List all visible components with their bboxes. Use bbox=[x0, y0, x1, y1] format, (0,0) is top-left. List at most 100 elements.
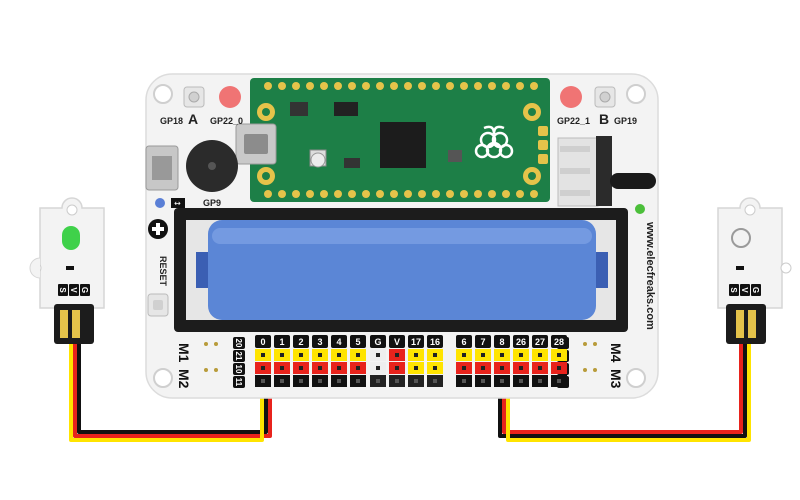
motor-pad bbox=[214, 368, 218, 372]
motor-pin-label-box bbox=[233, 350, 245, 362]
right-header-label-box bbox=[513, 335, 529, 348]
module-pin-label: G bbox=[80, 287, 89, 293]
mount-hole bbox=[626, 84, 646, 104]
right-wire-gnd bbox=[498, 340, 747, 438]
motor-pin-label: 20 bbox=[234, 339, 243, 348]
mount-hole bbox=[153, 368, 173, 388]
pico-pin bbox=[516, 190, 524, 198]
module-pin-label: S bbox=[58, 287, 67, 293]
right-header-pin-label: 7 bbox=[480, 337, 485, 347]
left-wire-gnd bbox=[77, 340, 268, 434]
pico-pin bbox=[264, 82, 272, 90]
right-header-pin-label: 28 bbox=[554, 337, 564, 347]
pico-pin bbox=[306, 82, 314, 90]
motor-pin-label-box bbox=[233, 337, 245, 349]
led-b bbox=[560, 86, 582, 108]
module-pin-label: V bbox=[740, 287, 749, 293]
middle-header-label-box bbox=[370, 335, 386, 348]
button-a-pin-label: GP18 bbox=[160, 116, 183, 126]
right-wire-signal bbox=[506, 340, 751, 442]
left-header-label-box bbox=[312, 335, 328, 348]
middle-header-pin-label: 16 bbox=[430, 337, 440, 347]
button-b-pin2-label: GP19 bbox=[614, 116, 637, 126]
mount-hole bbox=[780, 262, 792, 274]
right-header-pin-label: 8 bbox=[499, 337, 504, 347]
pico-pin bbox=[502, 82, 510, 90]
button-a[interactable] bbox=[183, 86, 205, 108]
pico-pin bbox=[362, 82, 370, 90]
motor-pad bbox=[583, 368, 587, 372]
right-header-label-box bbox=[532, 335, 548, 348]
left-header-label-box bbox=[350, 335, 366, 348]
motor-pin-label: 21 bbox=[234, 352, 243, 361]
battery-cell bbox=[208, 220, 596, 320]
pico-pin bbox=[418, 82, 426, 90]
pico-pin bbox=[306, 190, 314, 198]
pico-pin bbox=[376, 190, 384, 198]
button-b[interactable] bbox=[594, 86, 616, 108]
right-header-pin-label: 27 bbox=[535, 337, 545, 347]
right-header-pin-label: 26 bbox=[516, 337, 526, 347]
header-group-right: 6 7 8 26 27 28 bbox=[456, 335, 567, 387]
pico-pin bbox=[334, 190, 342, 198]
bootsel-button[interactable] bbox=[310, 152, 326, 168]
pico-pin bbox=[446, 190, 454, 198]
left-header-label-box bbox=[274, 335, 290, 348]
pico-pin bbox=[516, 82, 524, 90]
pico-pin bbox=[530, 82, 538, 90]
right-header-label-box bbox=[456, 335, 472, 348]
left-wire-bundle bbox=[69, 340, 272, 442]
raspberry-pi-pico bbox=[235, 78, 550, 202]
pico-pin bbox=[404, 82, 412, 90]
green-led-body bbox=[62, 226, 80, 250]
blue-indicator-led bbox=[155, 198, 165, 208]
motor-pad bbox=[204, 342, 208, 346]
pico-pin bbox=[446, 82, 454, 90]
motor-pad bbox=[214, 342, 218, 346]
pico-pin bbox=[474, 82, 482, 90]
battery-holder bbox=[174, 208, 628, 332]
pico-pin bbox=[404, 190, 412, 198]
right-wire-bundle bbox=[498, 340, 751, 442]
button-b-letter: B bbox=[599, 111, 609, 127]
button-a-pin2-label: GP22_0 bbox=[210, 116, 243, 126]
motor-m1-label: M1 bbox=[176, 343, 192, 363]
mount-hole bbox=[626, 368, 646, 388]
middle-header-label-box bbox=[389, 335, 405, 348]
motor-pin-label: 10 bbox=[234, 365, 243, 374]
right-sensor-connector bbox=[726, 304, 766, 344]
reset-button[interactable] bbox=[147, 293, 169, 317]
raspberry-logo-icon bbox=[474, 125, 514, 159]
left-header-label-box bbox=[331, 335, 347, 348]
left-header-pin-label: 2 bbox=[298, 337, 303, 347]
button-b-pin-label: GP22_1 bbox=[557, 116, 590, 126]
pico-pin-row-bottom bbox=[264, 190, 538, 198]
middle-header-pin-label: V bbox=[394, 337, 400, 347]
pico-pin bbox=[348, 82, 356, 90]
pico-pin bbox=[292, 190, 300, 198]
button-a-letter: A bbox=[188, 111, 198, 127]
pico-pin bbox=[376, 82, 384, 90]
power-switch[interactable] bbox=[557, 136, 656, 207]
left-header-label-box bbox=[293, 335, 309, 348]
pico-pin bbox=[390, 190, 398, 198]
right-header-pin-label: 6 bbox=[461, 337, 466, 347]
motor-pad bbox=[583, 342, 587, 346]
module-pin-label: S bbox=[729, 287, 738, 293]
motor-pin-label-box bbox=[233, 363, 245, 375]
motor-pad bbox=[204, 368, 208, 372]
mount-hole bbox=[153, 84, 173, 104]
pico-pin bbox=[264, 190, 272, 198]
middle-header-pin-label: 17 bbox=[411, 337, 421, 347]
left-header-pin-label: 1 bbox=[279, 337, 284, 347]
left-header-pin-label: 3 bbox=[317, 337, 322, 347]
right-header-label-box bbox=[494, 335, 510, 348]
reset-label: RESET bbox=[158, 256, 168, 287]
green-indicator-led bbox=[635, 204, 645, 214]
middle-header-pin-label: G bbox=[374, 337, 381, 347]
motor-m2-label: M2 bbox=[176, 369, 192, 389]
